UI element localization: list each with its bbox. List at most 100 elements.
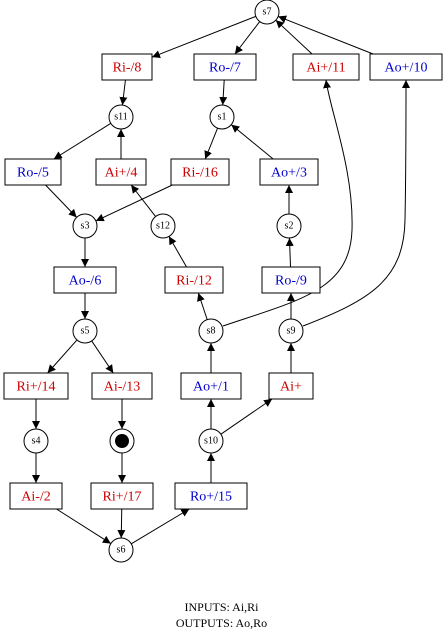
arc-t_ri12-to-s12 <box>168 236 187 268</box>
place-s6: s6 <box>108 537 134 563</box>
place-label: s6 <box>117 545 126 556</box>
place-circle <box>276 213 302 239</box>
transition-label: Ro+/15 <box>190 490 232 505</box>
transition-ri-8: Ri-/8 <box>101 53 153 81</box>
place-s1: s1 <box>209 104 235 130</box>
transition-label: Ai-/2 <box>21 490 51 505</box>
transition-label: Ai+ <box>280 380 302 395</box>
transition-ai-11: Ai+/11 <box>292 53 360 81</box>
place-label: s4 <box>32 436 41 447</box>
arc-s1-to-t_ri16 <box>204 127 219 160</box>
place-circle <box>254 0 280 25</box>
transition-label: Ai-/13 <box>104 380 141 395</box>
arc-t_ai11-to-s7 <box>275 19 313 55</box>
transition-ai-4: Ai+/4 <box>95 158 147 186</box>
arc-s9-to-t_ao10 <box>302 79 410 327</box>
place-circle <box>209 104 235 130</box>
arc-s7-to-t_ri8 <box>151 15 257 58</box>
place-marked <box>109 428 135 454</box>
place-label: s8 <box>207 326 216 337</box>
transition-box <box>174 482 248 510</box>
transition-box <box>101 53 153 81</box>
transition-label: Ri-/8 <box>113 61 142 76</box>
arc-t_ro9-to-s2 <box>285 237 294 268</box>
place-label: s12 <box>156 221 170 232</box>
arc-t_ro7-to-s1 <box>219 79 228 106</box>
place-circle <box>150 213 176 239</box>
place-label: s1 <box>218 112 227 123</box>
transition-box <box>170 158 230 186</box>
place-label: s3 <box>81 221 90 232</box>
arc-t_ri17-to-s6 <box>117 508 126 539</box>
token-icon <box>115 434 129 448</box>
transition-box <box>164 266 224 294</box>
transition-ao-10: Ao+/10 <box>369 53 443 81</box>
place-s4: s4 <box>23 428 49 454</box>
place-label: s5 <box>81 326 90 337</box>
transition-label: Ri-/12 <box>176 274 212 289</box>
arc-t_ro5-to-s3 <box>45 184 78 218</box>
place-circle <box>198 318 224 344</box>
place-circle <box>108 537 134 563</box>
transition-label: Ro-/5 <box>17 166 49 181</box>
arc-t_ri16-to-s3 <box>95 184 173 222</box>
transition-ai-: Ai+ <box>268 372 314 400</box>
transition-ro-5: Ro-/5 <box>4 158 62 186</box>
arc-s12-to-t_ai4 <box>130 184 157 217</box>
place-circle <box>72 213 98 239</box>
transition-box <box>9 482 63 510</box>
transition-label: Ri-/16 <box>182 166 218 181</box>
arc-s5-to-t_ai13 <box>91 340 114 374</box>
transition-box <box>369 53 443 81</box>
place-circle <box>72 318 98 344</box>
transition-ro-15: Ro+/15 <box>174 482 248 510</box>
transition-ao-6: Ao-/6 <box>53 266 117 294</box>
place-s5: s5 <box>72 318 98 344</box>
place-circle <box>108 104 134 130</box>
place-circle <box>198 428 224 454</box>
arc-s5-to-t_ri14 <box>47 339 78 374</box>
place-s3: s3 <box>72 213 98 239</box>
arc-s8-to-t_ri12 <box>197 292 208 320</box>
place-label: s7 <box>263 7 272 18</box>
transition-label: Ao-/6 <box>69 274 102 289</box>
place-s10: s10 <box>198 428 224 454</box>
place-s9: s9 <box>278 318 304 344</box>
arc-t_ai2-to-s6 <box>56 508 112 544</box>
place-label: s2 <box>285 221 294 232</box>
place-circle <box>23 428 49 454</box>
arc-s8-to-t_ai11 <box>222 79 353 327</box>
transition-box <box>268 372 314 400</box>
transition-ri-12: Ri-/12 <box>164 266 224 294</box>
arc-s7-to-t_ro7 <box>234 21 261 55</box>
place-s8: s8 <box>198 318 224 344</box>
legend-outputs: OUTPUTS: Ao,Ro <box>175 616 268 630</box>
place-s12: s12 <box>150 213 176 239</box>
transition-ai-13: Ai-/13 <box>91 372 153 400</box>
transition-box <box>259 158 319 186</box>
place-s2: s2 <box>276 213 302 239</box>
transition-label: Ri+/14 <box>16 380 55 395</box>
transition-ao-3: Ao+/3 <box>259 158 319 186</box>
arc-s10-to-t_ai <box>220 398 273 435</box>
transition-box <box>90 482 154 510</box>
edges-layer <box>32 15 410 545</box>
place-label: s10 <box>204 436 218 447</box>
transition-ro-7: Ro-/7 <box>193 53 257 81</box>
transition-label: Ao+/1 <box>193 380 229 395</box>
place-label: s9 <box>287 326 296 337</box>
transition-label: Ai+/4 <box>105 166 138 181</box>
arc-t_ri8-to-s11 <box>119 79 128 106</box>
transition-box <box>95 158 147 186</box>
transition-label: Ro-/9 <box>275 274 307 289</box>
transition-ri-14: Ri+/14 <box>3 372 69 400</box>
arc-t_ao3-to-s1 <box>230 124 274 160</box>
legend-inputs: INPUTS: Ai,Ri <box>184 600 259 614</box>
transition-ri-17: Ri+/17 <box>90 482 154 510</box>
transition-box <box>193 53 257 81</box>
transition-label: Ao+/10 <box>385 61 428 76</box>
transition-box <box>4 158 62 186</box>
transition-ri-16: Ri-/16 <box>170 158 230 186</box>
transition-label: Ri+/17 <box>102 490 141 505</box>
place-label: s11 <box>114 112 128 123</box>
